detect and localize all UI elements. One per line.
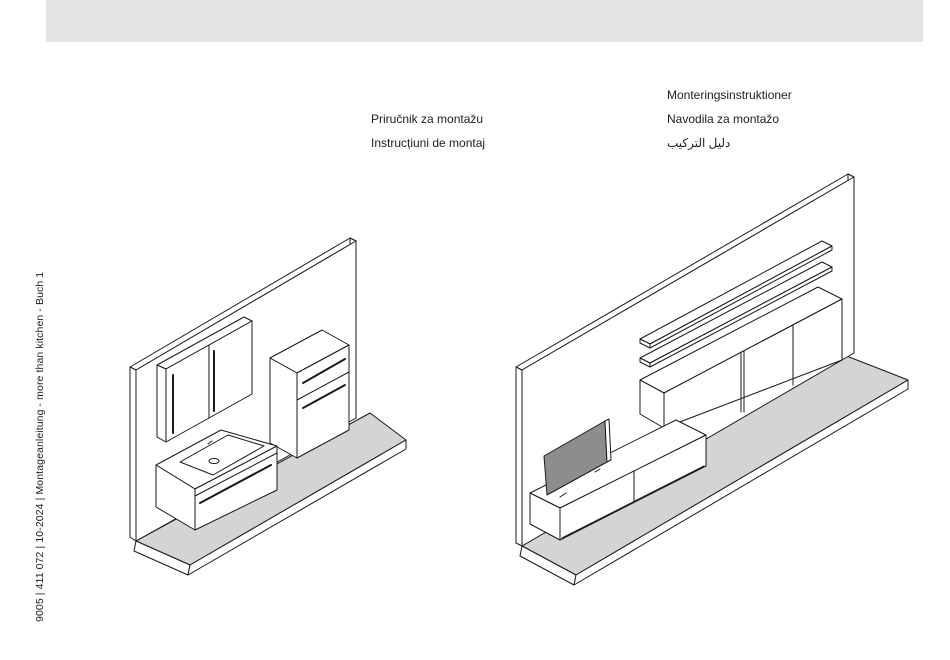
bathroom-illustration	[130, 238, 406, 575]
living-room-illustration	[516, 174, 908, 585]
